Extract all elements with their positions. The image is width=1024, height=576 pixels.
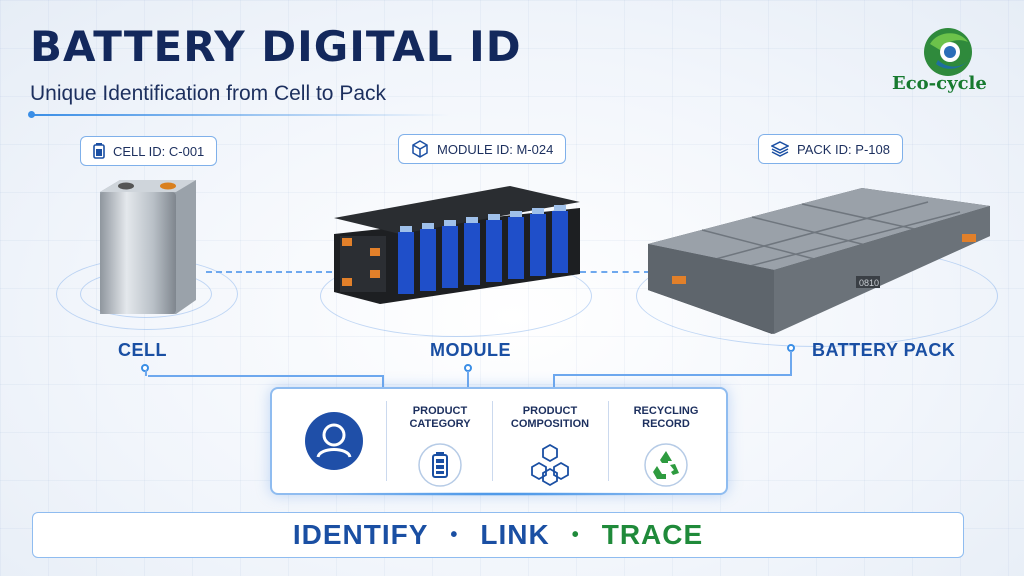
layers-icon (771, 141, 789, 157)
recycle-icon (644, 443, 688, 487)
recycling-record-title-2: RECORD (642, 418, 690, 430)
slogan-separator: • (571, 523, 580, 546)
cube-icon (412, 140, 428, 158)
page-subtitle: Unique Identification from Cell to Pack (30, 82, 387, 105)
module-pack-connector (580, 271, 650, 273)
product-category-title-1: PRODUCT (412, 405, 468, 417)
slogan-bar: IDENTIFY • LINK • TRACE (32, 512, 964, 558)
user-icon (305, 412, 363, 470)
cell-id-badge: CELL ID: C-001 (80, 136, 218, 166)
subtitle-dot (28, 111, 35, 118)
pack-plate-text: 0810 (859, 278, 879, 288)
digital-id-panel: PRODUCT CATEGORY PRODUCT COMPOSITION (270, 387, 728, 495)
cell-battery-image (100, 180, 196, 314)
cell-line-h (148, 375, 384, 377)
logo-text: Eco-cycle (892, 73, 987, 94)
recycling-record-title-1: RECYCLING (633, 405, 699, 417)
pack-id-badge: PACK ID: P-108 (758, 134, 903, 164)
avatar-column (282, 389, 386, 493)
cell-line-v2 (382, 375, 384, 389)
cell-id-text: CELL ID: C-001 (113, 143, 205, 159)
cell-label: CELL (118, 340, 167, 360)
panel-divider (492, 401, 493, 481)
product-composition-title-2: COMPOSITION (510, 418, 590, 430)
recycling-record-column: RECYCLING RECORD (610, 389, 722, 493)
panel-divider (608, 401, 609, 481)
slogan-separator: • (450, 523, 459, 546)
slogan-identify: IDENTIFY (292, 519, 429, 550)
module-line-v (467, 371, 469, 388)
battery-pack-image: 0810 (648, 188, 990, 334)
cell-module-connector (206, 271, 332, 273)
battery-icon (93, 143, 105, 159)
panel-divider (386, 401, 387, 481)
pack-id-text: PACK ID: P-108 (797, 141, 890, 157)
module-label: MODULE (430, 340, 511, 360)
cell-line-v1 (145, 370, 147, 376)
module-id-badge: MODULE ID: M-024 (398, 134, 567, 164)
product-category-title-2: CATEGORY (409, 418, 471, 430)
subtitle-underline (30, 114, 450, 116)
hexagon-cluster-icon (531, 443, 569, 487)
product-composition-title-1: PRODUCT (522, 405, 578, 417)
slogan-trace: TRACE (601, 519, 704, 550)
product-category-column: PRODUCT CATEGORY (388, 389, 492, 493)
pack-line-v2 (553, 374, 555, 389)
panel-glow (300, 492, 700, 496)
eco-cycle-logo (924, 28, 972, 76)
module-battery-image (334, 186, 580, 304)
slogan-link: LINK (480, 519, 550, 550)
battery-pack-label: BATTERY PACK (812, 340, 956, 360)
product-composition-column: PRODUCT COMPOSITION (494, 389, 606, 493)
pack-line-h (554, 374, 792, 376)
battery-icon (418, 443, 462, 487)
pack-line-v1 (790, 351, 792, 375)
module-id-text: MODULE ID: M-024 (437, 141, 554, 157)
page-title: BATTERY DIGITAL ID (30, 22, 522, 71)
